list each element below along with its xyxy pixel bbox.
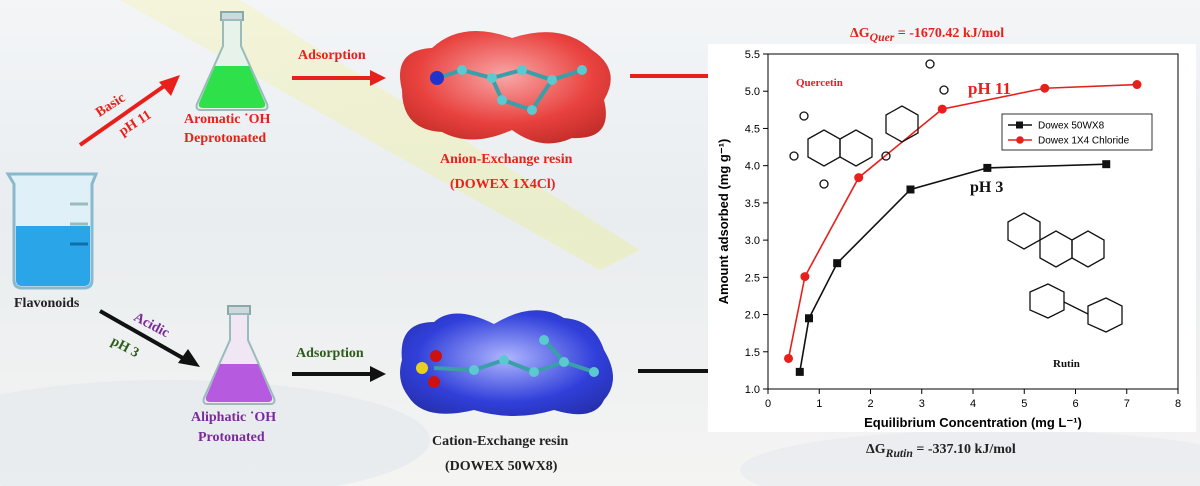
aromatic-label-2: Deprotonated bbox=[184, 131, 267, 146]
dg-quer-symbol: ΔG bbox=[850, 26, 870, 41]
dg-rutin-sub: Rutin bbox=[885, 446, 913, 460]
beaker-icon bbox=[5, 172, 99, 290]
data-point bbox=[983, 163, 992, 172]
y-tick-label: 2.5 bbox=[745, 272, 760, 284]
rutin-label: Rutin bbox=[1053, 358, 1080, 370]
ph3-chart-label: pH 3 bbox=[970, 179, 1003, 196]
adsorption-bottom-label: Adsorption bbox=[296, 346, 364, 361]
x-tick-label: 3 bbox=[919, 398, 925, 410]
data-point bbox=[937, 104, 947, 114]
data-point bbox=[1102, 160, 1111, 169]
green-flask-icon bbox=[195, 11, 269, 111]
data-point bbox=[854, 173, 864, 183]
flavonoids-label: Flavonoids bbox=[14, 296, 80, 311]
x-tick-label: 4 bbox=[970, 398, 976, 410]
legend-box bbox=[1001, 113, 1153, 151]
adsorption-top-arrow-icon bbox=[292, 70, 386, 86]
cation-resin-molecule bbox=[400, 310, 613, 416]
data-point bbox=[805, 314, 813, 323]
data-point bbox=[1132, 80, 1142, 90]
dg-quer-label: ΔGQuer = -1670.42 kJ/mol bbox=[850, 26, 1004, 44]
x-tick-label: 5 bbox=[1021, 398, 1027, 410]
series-line-1 bbox=[787, 83, 1138, 359]
purple-flask-icon bbox=[202, 305, 276, 405]
x-tick-label: 7 bbox=[1124, 398, 1130, 410]
series-line-0 bbox=[798, 163, 1107, 373]
dg-rutin-value: = -337.10 kJ/mol bbox=[912, 442, 1016, 457]
legend-marker bbox=[1016, 136, 1024, 144]
adsorption-chart: 0 1 2 3 4 5 6 7 8 1.0 1.5 2.0 2.5 3.0 3.5 4.0 4.5 5.0 5.5E… bbox=[716, 49, 1181, 430]
ph11-chart-label: pH 11 bbox=[968, 79, 1011, 98]
data-point bbox=[906, 185, 915, 194]
aliphatic-label-1: Aliphatic ˙OH bbox=[191, 410, 277, 425]
y-tick-label: 1.5 bbox=[745, 347, 760, 359]
x-tick-label: 0 bbox=[765, 398, 771, 410]
y-tick-label: 5.5 bbox=[745, 49, 760, 61]
anion-resin-label: Anion-Exchange resin bbox=[440, 152, 573, 167]
dg-quer-sub: Quer bbox=[869, 30, 895, 44]
data-point bbox=[1040, 83, 1050, 93]
legend-label: Dowex 50WX8 bbox=[1038, 121, 1105, 132]
data-point bbox=[795, 367, 804, 376]
adsorption-bottom-arrow-icon bbox=[292, 366, 386, 382]
x-axis-title: Equilibrium Concentration (mg L⁻¹) bbox=[864, 415, 1082, 430]
rutin-structure bbox=[1007, 212, 1123, 333]
y-tick-label: 3.0 bbox=[745, 235, 760, 247]
quercetin-label: Quercetin bbox=[796, 77, 843, 89]
data-point bbox=[800, 272, 810, 282]
y-tick-label: 4.0 bbox=[745, 161, 760, 173]
dg-quer-value: = -1670.42 kJ/mol bbox=[894, 26, 1005, 41]
aliphatic-label-2: Protonated bbox=[198, 430, 265, 445]
anion-resin-molecule bbox=[400, 30, 611, 144]
quercetin-structure bbox=[789, 59, 949, 189]
y-tick-label: 5.0 bbox=[745, 86, 760, 98]
data-point bbox=[833, 259, 842, 268]
cation-resin-name: (DOWEX 50WX8) bbox=[445, 459, 558, 474]
legend-label: Dowex 1X4 Chloride bbox=[1038, 136, 1130, 147]
y-tick-label: 4.5 bbox=[745, 123, 760, 135]
data-point bbox=[784, 353, 793, 363]
aromatic-label-1: Aromatic ˙OH bbox=[184, 112, 271, 127]
plot-frame bbox=[767, 53, 1179, 390]
x-tick-label: 1 bbox=[816, 398, 822, 410]
dg-rutin-symbol: ΔG bbox=[866, 442, 886, 457]
y-tick-label: 1.0 bbox=[745, 384, 760, 396]
y-axis-title: Amount adsorbed (mg g⁻¹) bbox=[716, 139, 731, 305]
dg-rutin-label: ΔGRutin = -337.10 kJ/mol bbox=[866, 442, 1016, 460]
x-tick-label: 2 bbox=[867, 398, 873, 410]
legend-marker bbox=[1016, 121, 1023, 129]
y-tick-label: 3.5 bbox=[745, 198, 760, 210]
adsorption-top-label: Adsorption bbox=[298, 48, 366, 63]
x-tick-label: 6 bbox=[1072, 398, 1078, 410]
x-tick-label: 8 bbox=[1175, 398, 1181, 410]
cation-resin-label: Cation-Exchange resin bbox=[432, 434, 569, 449]
anion-resin-name: (DOWEX 1X4Cl) bbox=[450, 177, 556, 192]
basic-arrow-icon bbox=[78, 75, 180, 147]
acidic-arrow-icon bbox=[99, 309, 200, 367]
y-tick-label: 2.0 bbox=[745, 310, 760, 322]
